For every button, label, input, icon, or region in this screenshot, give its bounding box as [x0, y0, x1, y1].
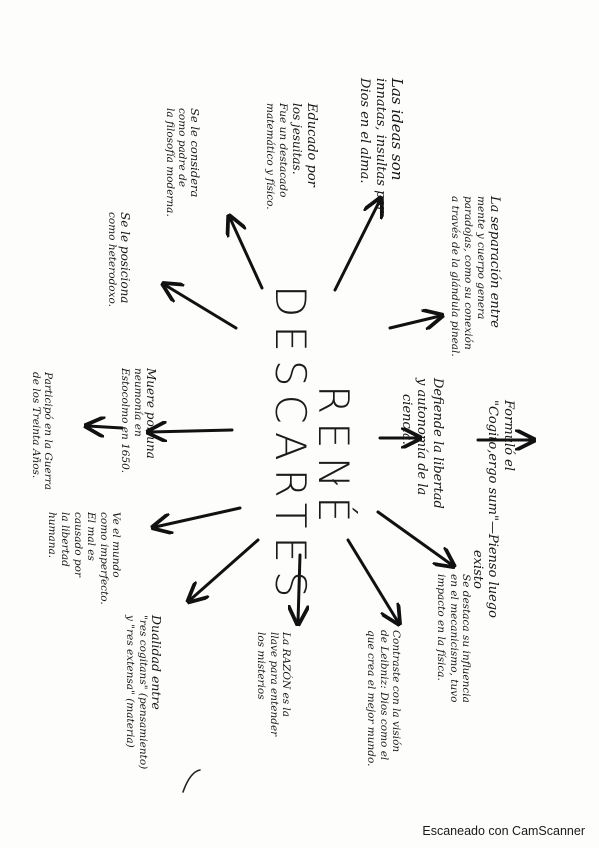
arrow-to-razon — [298, 553, 300, 622]
pen-mark — [332, 479, 338, 485]
arrow-to-dualidad — [190, 538, 260, 600]
pen-mark — [182, 769, 201, 793]
arrow-to-separacion — [388, 316, 440, 328]
arrow-to-leibniz — [346, 538, 398, 622]
arrow-to-guerra — [88, 426, 124, 428]
arrow-to-muerte — [150, 430, 234, 432]
title-rene: RENÉ — [309, 385, 358, 531]
scanner-watermark: Escaneado con CamScanner — [422, 824, 585, 838]
arrow-to-jesuitas — [230, 218, 264, 290]
arrow-to-mundo — [155, 506, 242, 527]
arrow-to-ideas — [333, 200, 380, 292]
note-dualidad: Dualidad entre"res cogitans" (pensamient… — [124, 615, 165, 770]
title-descartes: DESCARTES — [266, 285, 315, 606]
arrow-to-padre — [165, 285, 238, 330]
arrow-to-mecanicismo — [376, 510, 452, 565]
